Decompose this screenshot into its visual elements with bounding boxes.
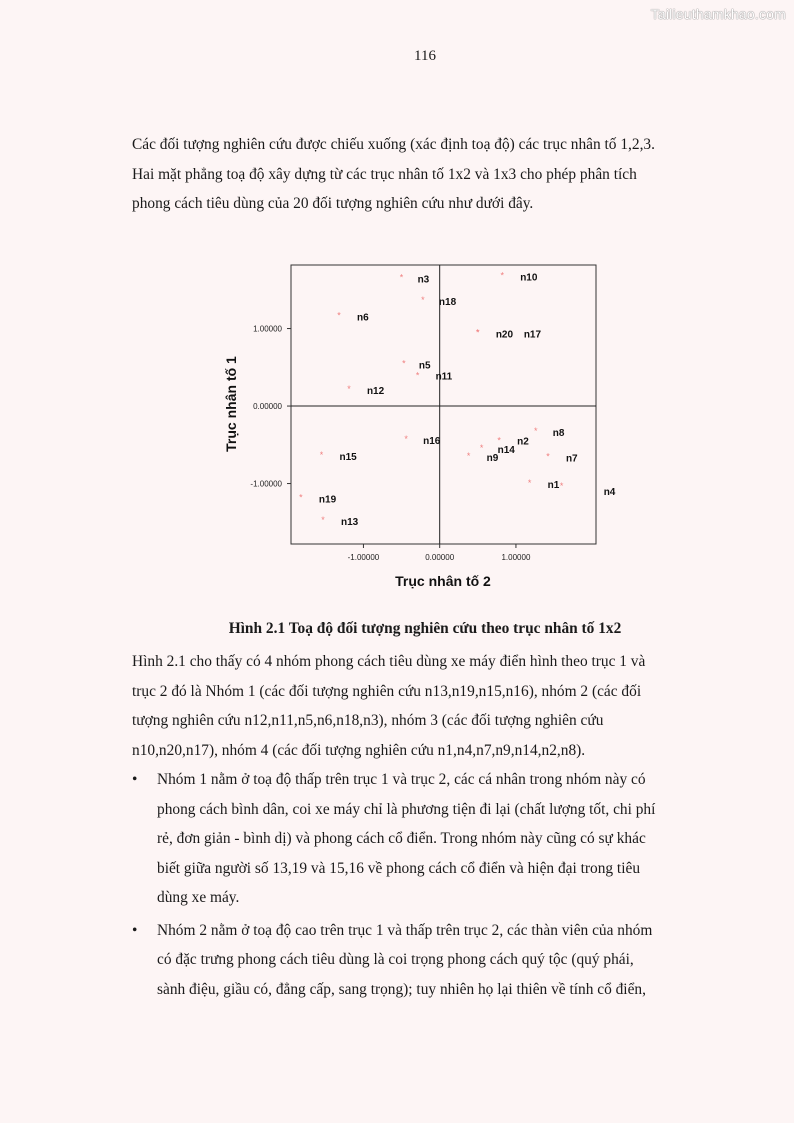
bullet-line: sành điệu, giầu có, đẳng cấp, sang trọng… [157,980,646,998]
analysis-paragraph: Hình 2.1 cho thấy có 4 nhóm phong cách t… [132,647,718,765]
point-label-n15: n15 [340,452,358,463]
point-marker-n10: * [500,270,504,280]
point-label-n1: n1 [548,480,560,491]
point-marker-n5: * [402,359,406,369]
point-label-n18: n18 [439,297,457,308]
point-marker-n3: * [400,273,404,283]
x-tick-label: 1.00000 [501,553,530,562]
intro-line: Các đối tượng nghiên cứu được chiếu xuốn… [132,136,655,153]
watermark: Tailieuthamkhao.com [650,6,786,22]
point-marker-n6: * [337,311,341,321]
point-marker-n1: * [528,478,532,488]
bullet-line: Nhóm 2 nằm ở toạ độ cao trên trục 1 và t… [157,921,653,939]
point-marker-n2: * [497,435,501,445]
point-label-n10: n10 [520,272,538,283]
bullet-line: có đặc trưng phong cách tiêu dùng là coi… [157,951,634,968]
body-line: n10,n20,n17), nhóm 4 (các đối tượng nghi… [132,741,586,759]
x-tick-label: -1.00000 [348,553,380,562]
point-label-n5: n5 [419,361,431,372]
bullet-line: dùng xe máy. [157,889,240,906]
chart-svg: -1.00000 0.00000 1.00000 -1.00000 0.00000 1.… [223,264,616,589]
point-marker-n9: * [467,451,471,461]
y-axis-label: Trục nhân tố 1 [223,356,239,452]
bullet-line: biết giữa người số 13,19 và 15,16 về pho… [157,859,641,877]
point-marker-n20: * [476,328,480,338]
point-label-n6: n6 [357,313,369,324]
point-label-n16: n16 [423,436,441,447]
bullet-line: Nhóm 1 nằm ở toạ độ thấp trên trục 1 và … [157,771,646,788]
point-label-n13: n13 [341,517,359,528]
bullet-dot: • [132,771,138,788]
point-marker-n11: * [416,370,420,380]
point-label-n8: n8 [553,428,565,439]
point-label-n20: n20 [496,330,514,341]
bullet-line: rẻ, đơn giản - bình dị) và phong cách cổ… [157,830,646,847]
point-marker-n4: * [560,481,564,491]
point-label-n11: n11 [436,371,453,382]
point-label-n4: n4 [604,487,616,498]
x-axis-label: Trục nhân tố 2 [395,573,491,589]
point-marker-n7: * [546,452,550,462]
point-marker-n12: * [347,384,351,394]
bullet-item-group-2: • Nhóm 2 nằm ở toạ độ cao trên trục 1 và… [132,916,718,1005]
point-label-n12: n12 [367,386,385,397]
point-marker-n16: * [404,434,408,444]
point-label-n2: n2 [517,436,529,447]
point-marker-n19: * [299,493,303,503]
body-line: tượng nghiên cứu n12,n11,n5,n6,n18,n3), … [132,712,604,729]
scatter-chart: -1.00000 0.00000 1.00000 -1.00000 0.00000 1.… [220,250,620,600]
body-line: trục 2 đó là Nhóm 1 (các đối tượng nghiê… [132,682,642,700]
body-line: Hình 2.1 cho thấy có 4 nhóm phong cách t… [132,653,646,670]
page-number: 116 [414,48,436,64]
point-label-n19: n19 [319,495,337,506]
intro-line: Hai mặt phẳng toạ độ xây dựng từ các trụ… [132,165,637,183]
point-marker-n8: * [534,426,538,436]
bullet-line: phong cách bình dân, coi xe máy chỉ là p… [157,800,656,818]
point-label-n3: n3 [418,275,430,286]
intro-paragraph: Các đối tượng nghiên cứu được chiếu xuốn… [132,130,718,219]
plot-frame [290,264,597,545]
y-tick-label: 0.00000 [253,402,282,411]
point-label-n17: n17 [524,330,542,341]
bullet-item-group-1: • Nhóm 1 nằm ở toạ độ thấp trên trục 1 v… [132,765,718,913]
point-label-n9: n9 [487,453,499,464]
point-marker-n15: * [320,450,324,460]
figure-caption: Hình 2.1 Toạ độ đối tượng nghiên cứu the… [228,620,622,637]
y-tick-label: -1.00000 [250,480,282,489]
point-label-n7: n7 [566,454,578,465]
point-label-n14: n14 [498,445,516,456]
point-marker-n14: * [480,443,484,453]
intro-line: phong cách tiêu dùng của 20 đối tượng ng… [132,195,534,212]
point-marker-n17: * [476,328,480,338]
point-marker-n13: * [321,515,325,525]
group-bullet-list: • Nhóm 1 nằm ở toạ độ thấp trên trục 1 v… [132,765,718,1004]
x-tick-label: 0.00000 [425,553,454,562]
point-marker-n18: * [421,295,425,305]
y-tick-label: 1.00000 [253,325,282,334]
bullet-dot: • [132,921,138,939]
